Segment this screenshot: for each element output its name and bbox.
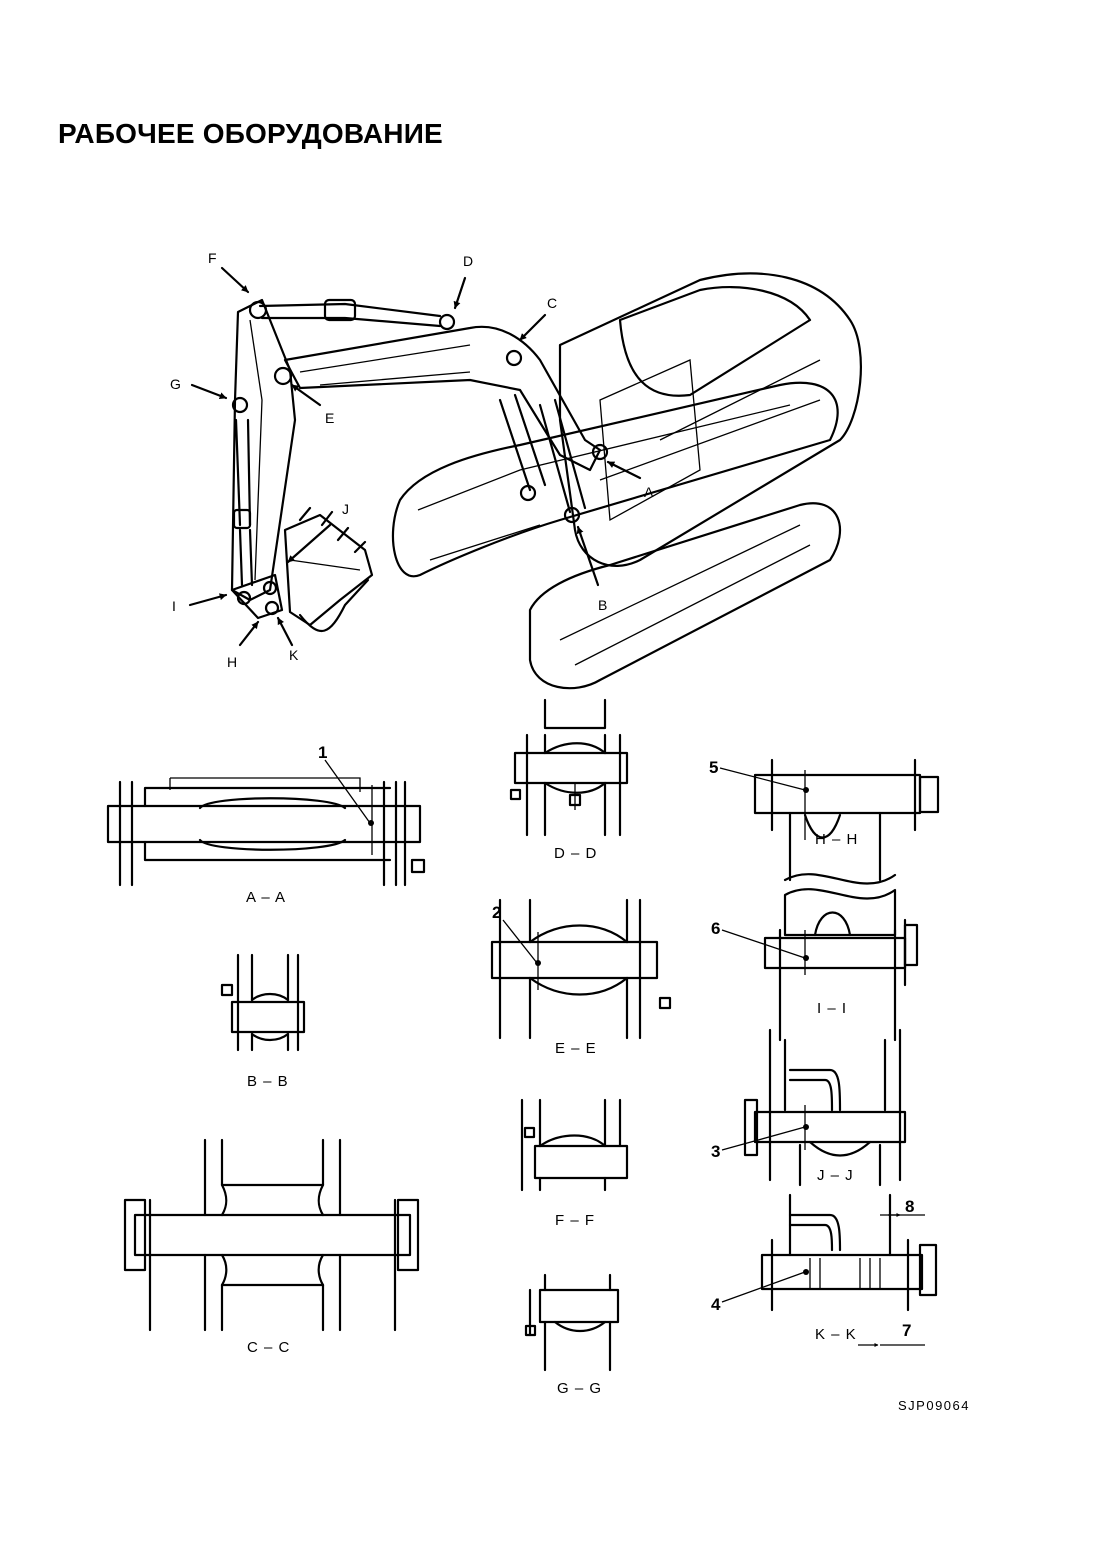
section-ii: 6 I – I	[711, 888, 919, 1042]
arrow-a-icon	[606, 460, 642, 480]
section-label-ff: F – F	[555, 1212, 595, 1229]
arrow-label-k: K	[289, 647, 299, 663]
section-aa: 1 A – A	[106, 743, 426, 906]
section-label-jj: J – J	[817, 1167, 854, 1184]
callout-7: 7	[902, 1321, 911, 1340]
section-label-bb: B – B	[247, 1073, 289, 1090]
arrow-c-icon	[518, 313, 547, 342]
arrow-label-g: G	[170, 376, 181, 392]
section-label-hh: H – H	[815, 831, 858, 848]
callout-4: 4	[711, 1295, 721, 1314]
section-ee: 2 E – E	[490, 898, 672, 1057]
section-dd: D – D	[509, 698, 629, 862]
arrow-label-d: D	[463, 253, 473, 269]
section-label-aa: A – A	[246, 889, 286, 906]
callout-2: 2	[492, 903, 501, 922]
excavator-illustration	[230, 272, 862, 690]
section-label-ee: E – E	[555, 1040, 597, 1057]
section-kk: 4 8 7 K – K	[711, 1193, 938, 1348]
arrow-labels: A B C D E F G H I J K	[170, 250, 654, 670]
section-cc: C – C	[123, 1138, 420, 1356]
section-label-kk: K – K	[815, 1326, 857, 1343]
arrow-label-a: A	[644, 484, 654, 500]
arrow-label-c: C	[547, 295, 557, 311]
arrow-f-icon	[220, 266, 250, 294]
arrow-h-icon	[238, 620, 260, 647]
arrow-label-h: H	[227, 654, 237, 670]
arrow-label-i: I	[172, 598, 176, 614]
section-hh: 5 H – H	[709, 758, 940, 885]
arrow-e-icon	[290, 383, 322, 407]
page-title: РАБОЧЕЕ ОБОРУДОВАНИЕ	[58, 118, 443, 149]
arrow-label-f: F	[208, 250, 217, 266]
callout-8: 8	[905, 1197, 914, 1216]
section-jj: 3 J – J	[711, 1028, 907, 1187]
drawing-code: SJP09064	[898, 1398, 970, 1413]
arrow-label-j: J	[342, 501, 349, 517]
section-label-gg: G – G	[557, 1380, 602, 1397]
arrow-label-e: E	[325, 410, 334, 426]
arrow-label-b: B	[598, 597, 607, 613]
point-arrows	[188, 266, 642, 647]
arrow-j-icon	[286, 523, 332, 564]
section-label-ii: I – I	[817, 1000, 847, 1017]
section-gg: G – G	[524, 1273, 620, 1397]
callout-5: 5	[709, 758, 718, 777]
arrow-k-icon	[276, 616, 294, 647]
section-label-dd: D – D	[554, 845, 597, 862]
arrow-b-icon	[576, 525, 600, 587]
arrow-g-icon	[190, 383, 228, 400]
section-bb: B – B	[220, 953, 306, 1090]
callout-3: 3	[711, 1142, 720, 1161]
arrow-i-icon	[188, 593, 228, 607]
callout-1: 1	[318, 743, 327, 762]
callout-6: 6	[711, 919, 720, 938]
section-ff: F – F	[520, 1098, 629, 1229]
arrow-d-icon	[453, 276, 467, 310]
section-label-cc: C – C	[247, 1339, 290, 1356]
